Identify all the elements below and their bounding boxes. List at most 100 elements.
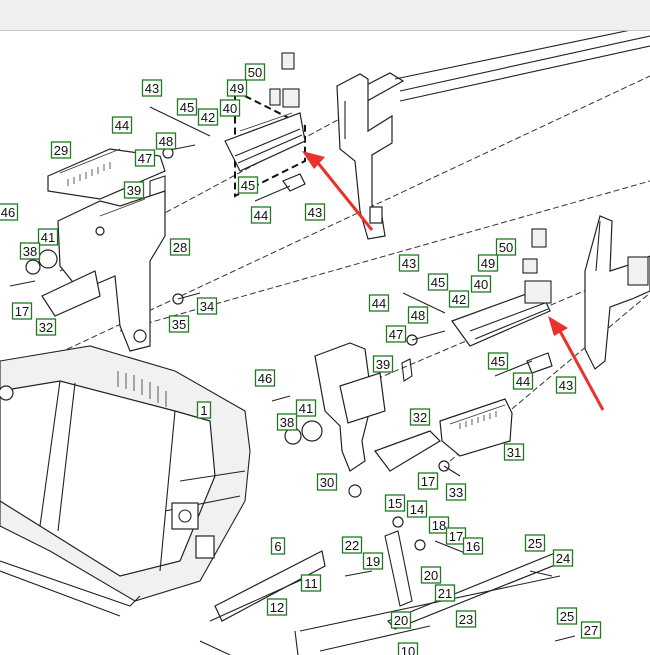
part-label-text: 48 [411, 308, 425, 323]
part-label-32: 32 [35, 318, 57, 336]
part-label-box [35, 318, 57, 336]
part-label-text: 12 [270, 600, 284, 615]
part-label-19: 19 [362, 552, 384, 570]
part-label-box [362, 552, 384, 570]
pointer-arrows [302, 151, 605, 411]
part-label-text: 45 [431, 275, 445, 290]
part-label-text: 38 [280, 415, 294, 430]
part-label-43: 43 [141, 79, 163, 97]
part-label-box [197, 108, 219, 126]
part-label-text: 46 [1, 205, 15, 220]
part-label-39: 39 [372, 355, 394, 373]
part-label-27: 27 [580, 621, 602, 639]
part-label-text: 17 [421, 474, 435, 489]
part-label-text: 24 [556, 551, 570, 566]
arrow-upper [316, 162, 374, 231]
part-label-box [390, 611, 412, 629]
part-label-38: 38 [276, 413, 298, 431]
part-label-box [0, 203, 19, 221]
part-label-box [552, 549, 574, 567]
part-label-text: 20 [424, 568, 438, 583]
part-label-box [196, 401, 212, 419]
part-label-box [434, 584, 456, 602]
part-label-40: 40 [219, 99, 241, 117]
part-label-1: 1 [196, 401, 212, 419]
part-label-42: 42 [197, 108, 219, 126]
part-label-box [270, 537, 286, 555]
part-label-11: 11 [300, 574, 322, 592]
part-label-text: 17 [15, 304, 29, 319]
part-label-text: 28 [173, 240, 187, 255]
part-label-45: 45 [427, 273, 449, 291]
part-label-29: 29 [50, 141, 72, 159]
part-label-box [368, 294, 390, 312]
part-label-text: 32 [413, 410, 427, 425]
part-label-box [37, 228, 59, 246]
part-label-box [254, 369, 276, 387]
middle-bracket [271, 342, 441, 498]
part-label-text: 6 [274, 539, 281, 554]
part-label-box [448, 290, 470, 308]
part-label-text: 44 [516, 374, 530, 389]
part-label-text: 17 [449, 529, 463, 544]
part-label-25: 25 [524, 534, 546, 552]
part-label-text: 14 [410, 502, 424, 517]
part-label-text: 43 [308, 205, 322, 220]
part-label-text: 48 [159, 134, 173, 149]
part-label-text: 46 [258, 371, 272, 386]
part-label-39: 39 [123, 181, 145, 199]
part-label-44: 44 [111, 116, 133, 134]
part-label-25: 25 [556, 607, 578, 625]
part-label-40: 40 [470, 275, 492, 293]
part-label-48: 48 [155, 132, 177, 150]
main-body-housing [0, 345, 251, 617]
part-label-box [226, 79, 248, 97]
part-label-box [316, 473, 338, 491]
part-label-box [503, 443, 525, 461]
part-label-34: 34 [196, 297, 218, 315]
part-label-box [169, 238, 191, 256]
left-mounting-bracket-upper [9, 190, 201, 352]
part-label-text: 35 [172, 317, 186, 332]
part-label-box [427, 273, 449, 291]
part-label-box [556, 607, 578, 625]
part-label-17: 17 [417, 472, 439, 490]
part-label-text: 25 [528, 536, 542, 551]
part-label-box [428, 516, 450, 534]
part-label-box [50, 141, 72, 159]
part-label-text: 49 [481, 256, 495, 271]
lower-linkage [199, 516, 576, 655]
part-label-text: 40 [474, 277, 488, 292]
part-label-box [134, 149, 156, 167]
part-label-text: 49 [230, 81, 244, 96]
part-label-14: 14 [406, 500, 428, 518]
part-label-text: 47 [389, 327, 403, 342]
part-label-44: 44 [512, 372, 534, 390]
part-label-text: 45 [241, 178, 255, 193]
part-label-text: 23 [459, 612, 473, 627]
part-label-24: 24 [552, 549, 574, 567]
upper-frame-beam [336, 31, 650, 240]
part-label-text: 25 [560, 609, 574, 624]
part-label-10: 10 [397, 642, 419, 655]
part-label-16: 16 [462, 537, 484, 555]
part-label-35: 35 [168, 315, 190, 333]
exploded-parts-diagram: 4350494540424448294739454443464138281732… [0, 31, 650, 655]
part-label-33: 33 [445, 483, 467, 501]
part-label-box [141, 79, 163, 97]
part-label-box [385, 325, 407, 343]
part-label-text: 41 [299, 401, 313, 416]
part-label-box [397, 642, 419, 655]
part-label-box [295, 399, 317, 417]
part-label-text: 40 [223, 101, 237, 116]
part-label-45: 45 [176, 98, 198, 116]
part-label-38: 38 [19, 242, 41, 260]
arrow-lower-head [548, 316, 568, 336]
part-label-49: 49 [226, 79, 248, 97]
part-label-box [123, 181, 145, 199]
part-label-41: 41 [295, 399, 317, 417]
part-label-box [580, 621, 602, 639]
part-label-box [455, 610, 477, 628]
part-label-text: 31 [507, 445, 521, 460]
